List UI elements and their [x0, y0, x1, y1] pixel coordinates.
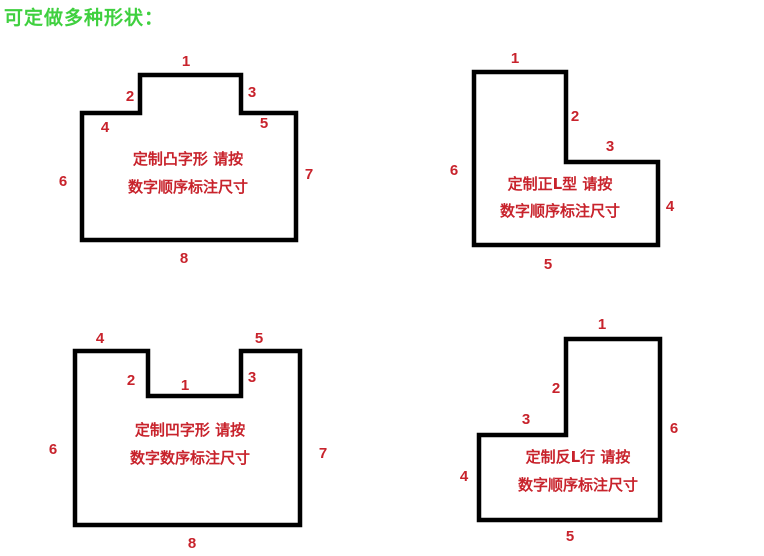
reverse-l-shape-outline: [476, 336, 663, 523]
side-label: 3: [522, 411, 530, 428]
side-label: 4: [96, 330, 105, 347]
shape-caption: 数字数序标注尺寸: [130, 449, 250, 467]
convex-shape-outline: [79, 72, 299, 243]
side-label: 6: [59, 173, 67, 190]
side-label: 4: [460, 468, 469, 485]
shape-caption: 数字顺序标注尺寸: [518, 476, 638, 494]
side-label: 7: [319, 445, 327, 462]
shape-caption: 定制凹字形 请按: [135, 421, 245, 439]
side-label: 1: [182, 53, 190, 70]
side-label: 5: [260, 115, 268, 132]
shape-caption: 定制正L型 请按: [508, 175, 613, 193]
side-label: 2: [126, 88, 134, 105]
concave-shape-outline: [72, 348, 303, 528]
side-label: 2: [127, 372, 135, 389]
side-label: 1: [511, 50, 519, 67]
side-label: 1: [598, 316, 606, 333]
shape-caption: 数字顺序标注尺寸: [128, 178, 248, 196]
side-label: 5: [255, 330, 263, 347]
side-label: 5: [544, 256, 552, 273]
side-label: 8: [188, 535, 196, 552]
l-shape-outline: [471, 69, 661, 248]
side-label: 6: [450, 162, 458, 179]
side-label: 8: [180, 250, 188, 267]
side-label: 3: [606, 138, 614, 155]
side-label: 4: [101, 119, 110, 136]
side-label: 2: [571, 108, 579, 125]
side-label: 3: [248, 84, 256, 101]
shape-caption: 定制反L行 请按: [526, 448, 631, 466]
shape-caption: 定制凸字形 请按: [133, 150, 243, 168]
side-label: 6: [670, 420, 678, 437]
side-label: 6: [49, 441, 57, 458]
side-label: 7: [305, 166, 313, 183]
side-label: 1: [181, 377, 189, 394]
page-title: 可定做多种形状：: [4, 7, 165, 29]
side-label: 5: [566, 528, 574, 545]
side-label: 2: [552, 380, 560, 397]
shape-caption: 数字顺序标注尺寸: [500, 202, 620, 220]
side-label: 4: [666, 198, 675, 215]
side-label: 3: [248, 369, 256, 386]
